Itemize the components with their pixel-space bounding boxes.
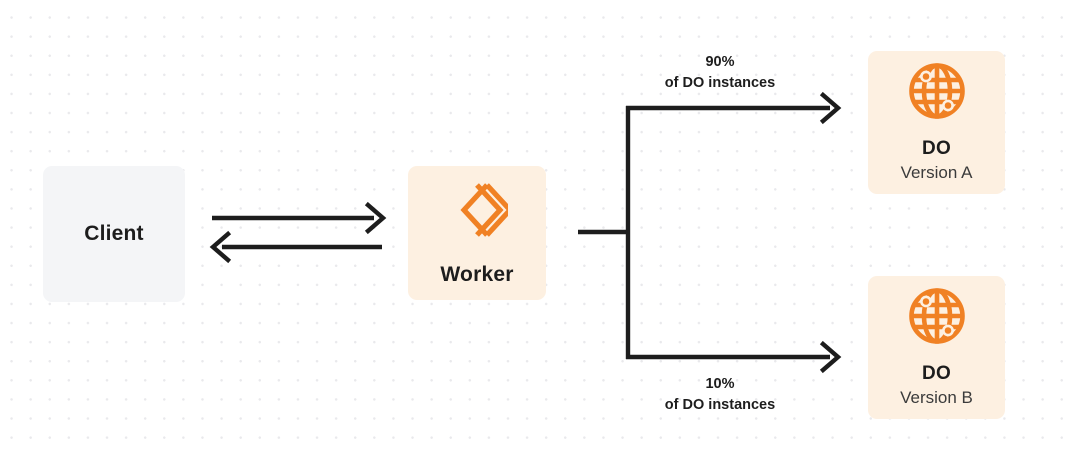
edge-label-do-a-text: of DO instances bbox=[664, 74, 776, 91]
node-client-label: Client bbox=[84, 222, 144, 245]
cloudflare-workers-icon bbox=[446, 180, 514, 245]
globe-icon bbox=[907, 286, 967, 351]
edge-label-do-a: 90% of DO instances bbox=[655, 52, 785, 93]
node-client[interactable]: Client bbox=[43, 166, 185, 302]
node-worker-label: Worker bbox=[440, 262, 514, 286]
node-do-version-b-title: DO bbox=[922, 363, 951, 385]
node-do-version-b-subtitle: Version B bbox=[900, 387, 973, 407]
arrow-worker-to-client bbox=[209, 230, 382, 264]
arrow-client-to-worker bbox=[212, 201, 387, 235]
node-worker[interactable]: Worker bbox=[408, 166, 546, 300]
edge-label-do-b-text: of DO instances bbox=[664, 396, 776, 413]
arrow-worker-to-do-a bbox=[626, 91, 842, 125]
node-do-version-a-subtitle: Version A bbox=[900, 162, 973, 182]
branch-trunk bbox=[578, 106, 631, 359]
node-do-version-b[interactable]: DO Version B bbox=[868, 276, 1005, 419]
node-do-version-a-title: DO bbox=[922, 138, 951, 160]
node-do-version-a[interactable]: DO Version A bbox=[868, 51, 1005, 194]
edge-label-do-b-percent: 10% bbox=[705, 376, 735, 392]
edge-label-do-b: 10% of DO instances bbox=[655, 374, 785, 415]
globe-icon bbox=[907, 61, 967, 126]
arrow-worker-to-do-b bbox=[626, 340, 842, 374]
edge-label-do-a-percent: 90% bbox=[705, 54, 735, 70]
